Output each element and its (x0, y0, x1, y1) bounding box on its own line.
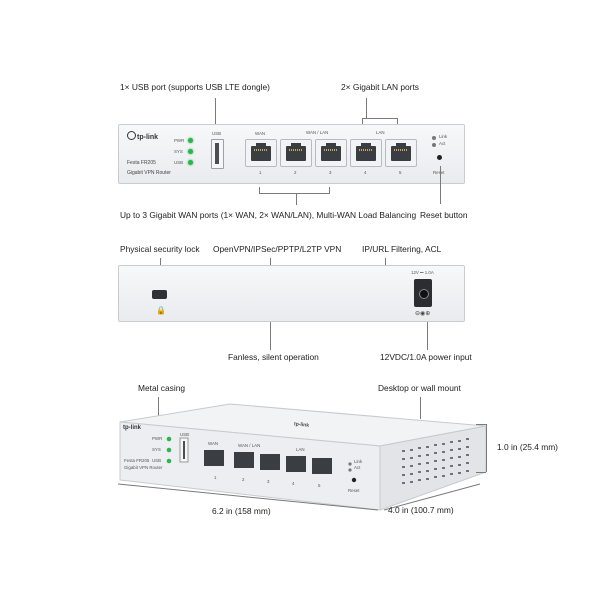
power-rating: 12V ⎓ 1.0A (411, 270, 434, 275)
front-panel: tp-link Festa FR205 Gigabit VPN Router P… (118, 124, 465, 184)
usb-port (211, 139, 224, 169)
led-label-sys: SYS (174, 149, 183, 154)
act-label: Act (439, 141, 446, 146)
power-jack (414, 279, 432, 307)
p-wanlan-label: WAN / LAN (238, 443, 261, 448)
p-port-number-2: 2 (242, 477, 245, 482)
metal-leader-line (158, 397, 159, 421)
power-jack-pin (419, 289, 429, 299)
callout-mount: Desktop or wall mount (378, 383, 461, 393)
act-led-icon (432, 143, 436, 147)
callout-lock: Physical security lock (120, 244, 200, 254)
led-label-pwr: PWR (174, 138, 185, 143)
wan-bracket-left (259, 187, 260, 193)
dimension-lines (117, 483, 481, 511)
perspective-model-desc: Gigabit VPN Router (124, 465, 163, 470)
port-jack (356, 143, 376, 161)
security-lock-slot (152, 290, 167, 299)
model-name: Festa FR205 (127, 160, 156, 166)
lan-bracket-right (397, 118, 398, 126)
port-number-3: 3 (329, 170, 332, 175)
p-led-label-usb: USB (152, 458, 162, 463)
pwr-led-icon (188, 138, 193, 143)
callout-fanless: Fanless, silent operation (228, 352, 319, 362)
port-jack (391, 143, 411, 161)
p-port-number-1: 1 (214, 475, 217, 480)
reset-button (437, 155, 442, 160)
p-act-label: Act (354, 465, 361, 470)
wan-bracket-right (329, 187, 330, 193)
p-usb-label: USB (180, 432, 190, 437)
callout-usb: 1× USB port (supports USB LTE dongle) (120, 82, 270, 92)
callout-lan: 2× Gigabit LAN ports (341, 82, 419, 92)
mount-leader-line (420, 397, 421, 419)
link-label: Link (439, 134, 448, 139)
port-number-1: 1 (259, 170, 262, 175)
ethernet-port-2 (280, 139, 312, 167)
callout-metal: Metal casing (138, 383, 186, 393)
callout-wan: Up to 3 Gigabit WAN ports (1× WAN, 2× WA… (120, 210, 417, 220)
callout-vpn: OpenVPN/IPSec/PPTP/L2TP VPN (213, 244, 342, 254)
brand-text: tp-link (137, 134, 158, 141)
height-dim-line (486, 424, 487, 472)
ethernet-port-3 (315, 139, 347, 167)
power-leader-line (427, 322, 428, 350)
port-jack (321, 143, 341, 161)
usb-led-icon (188, 160, 193, 165)
wan-label: WAN (255, 131, 266, 136)
lock-icon: 🔒 (156, 306, 166, 315)
p-lan-label: LAN (296, 447, 305, 452)
rear-panel: 🔒 12V ⎓ 1.0A ⊖◉⊕ (118, 265, 465, 322)
dim-width: 6.2 in (158 mm) (212, 506, 271, 516)
model-desc: Gigabit VPN Router (127, 170, 171, 176)
logo-icon (127, 131, 136, 140)
brand-logo: tp-link (127, 131, 158, 141)
wan-bracket (259, 193, 330, 194)
port-number-2: 2 (294, 170, 297, 175)
lan-leader-line (366, 98, 367, 118)
lan-label: LAN (376, 130, 385, 135)
perspective-model: Festa FR205 (124, 458, 150, 463)
p-wan-label: WAN (208, 441, 219, 446)
lan-bracket (362, 118, 398, 119)
callout-power: 12VDC/1.0A power input (380, 352, 472, 362)
p-port-number-3: 3 (267, 479, 270, 484)
port-number-5: 5 (399, 170, 402, 175)
dim-height: 1.0 in (25.4 mm) (497, 442, 558, 452)
ethernet-port-5 (385, 139, 417, 167)
wan-leader-line (296, 193, 297, 205)
reset-leader-line (440, 166, 441, 204)
dim-depth: 4.0 in (100.7 mm) (388, 505, 454, 515)
p-led-label-pwr: PWR (152, 436, 163, 441)
usb-leader-line (215, 98, 216, 128)
port-jack (251, 143, 271, 161)
ethernet-port-4 (350, 139, 382, 167)
height-dim-top (476, 424, 486, 425)
lan-bracket-left (362, 118, 363, 126)
callout-filter: IP/URL Filtering, ACL (362, 244, 442, 254)
p-led-label-sys: SYS (152, 447, 161, 452)
led-label-usb: USB (174, 160, 184, 165)
p-link-label: Link (354, 459, 363, 464)
ethernet-port-1 (245, 139, 277, 167)
callout-reset: Reset button (420, 210, 468, 220)
sys-led-icon (188, 149, 193, 154)
link-led-icon (432, 136, 436, 140)
port-number-4: 4 (364, 170, 367, 175)
router-perspective-body (119, 403, 487, 511)
p-port-number-5: 5 (318, 483, 321, 488)
reset-label: Reset (433, 170, 445, 175)
wanlan-label: WAN / LAN (306, 130, 329, 135)
port-jack (286, 143, 306, 161)
p-port-number-4: 4 (292, 481, 295, 486)
polarity-icon: ⊖◉⊕ (415, 311, 431, 317)
usb-port-label: USB (212, 131, 222, 136)
fanless-leader-line (270, 322, 271, 350)
perspective-brand: tp-link (123, 425, 141, 431)
height-dim-bottom (476, 472, 486, 473)
p-reset-label: Reset (348, 488, 360, 493)
